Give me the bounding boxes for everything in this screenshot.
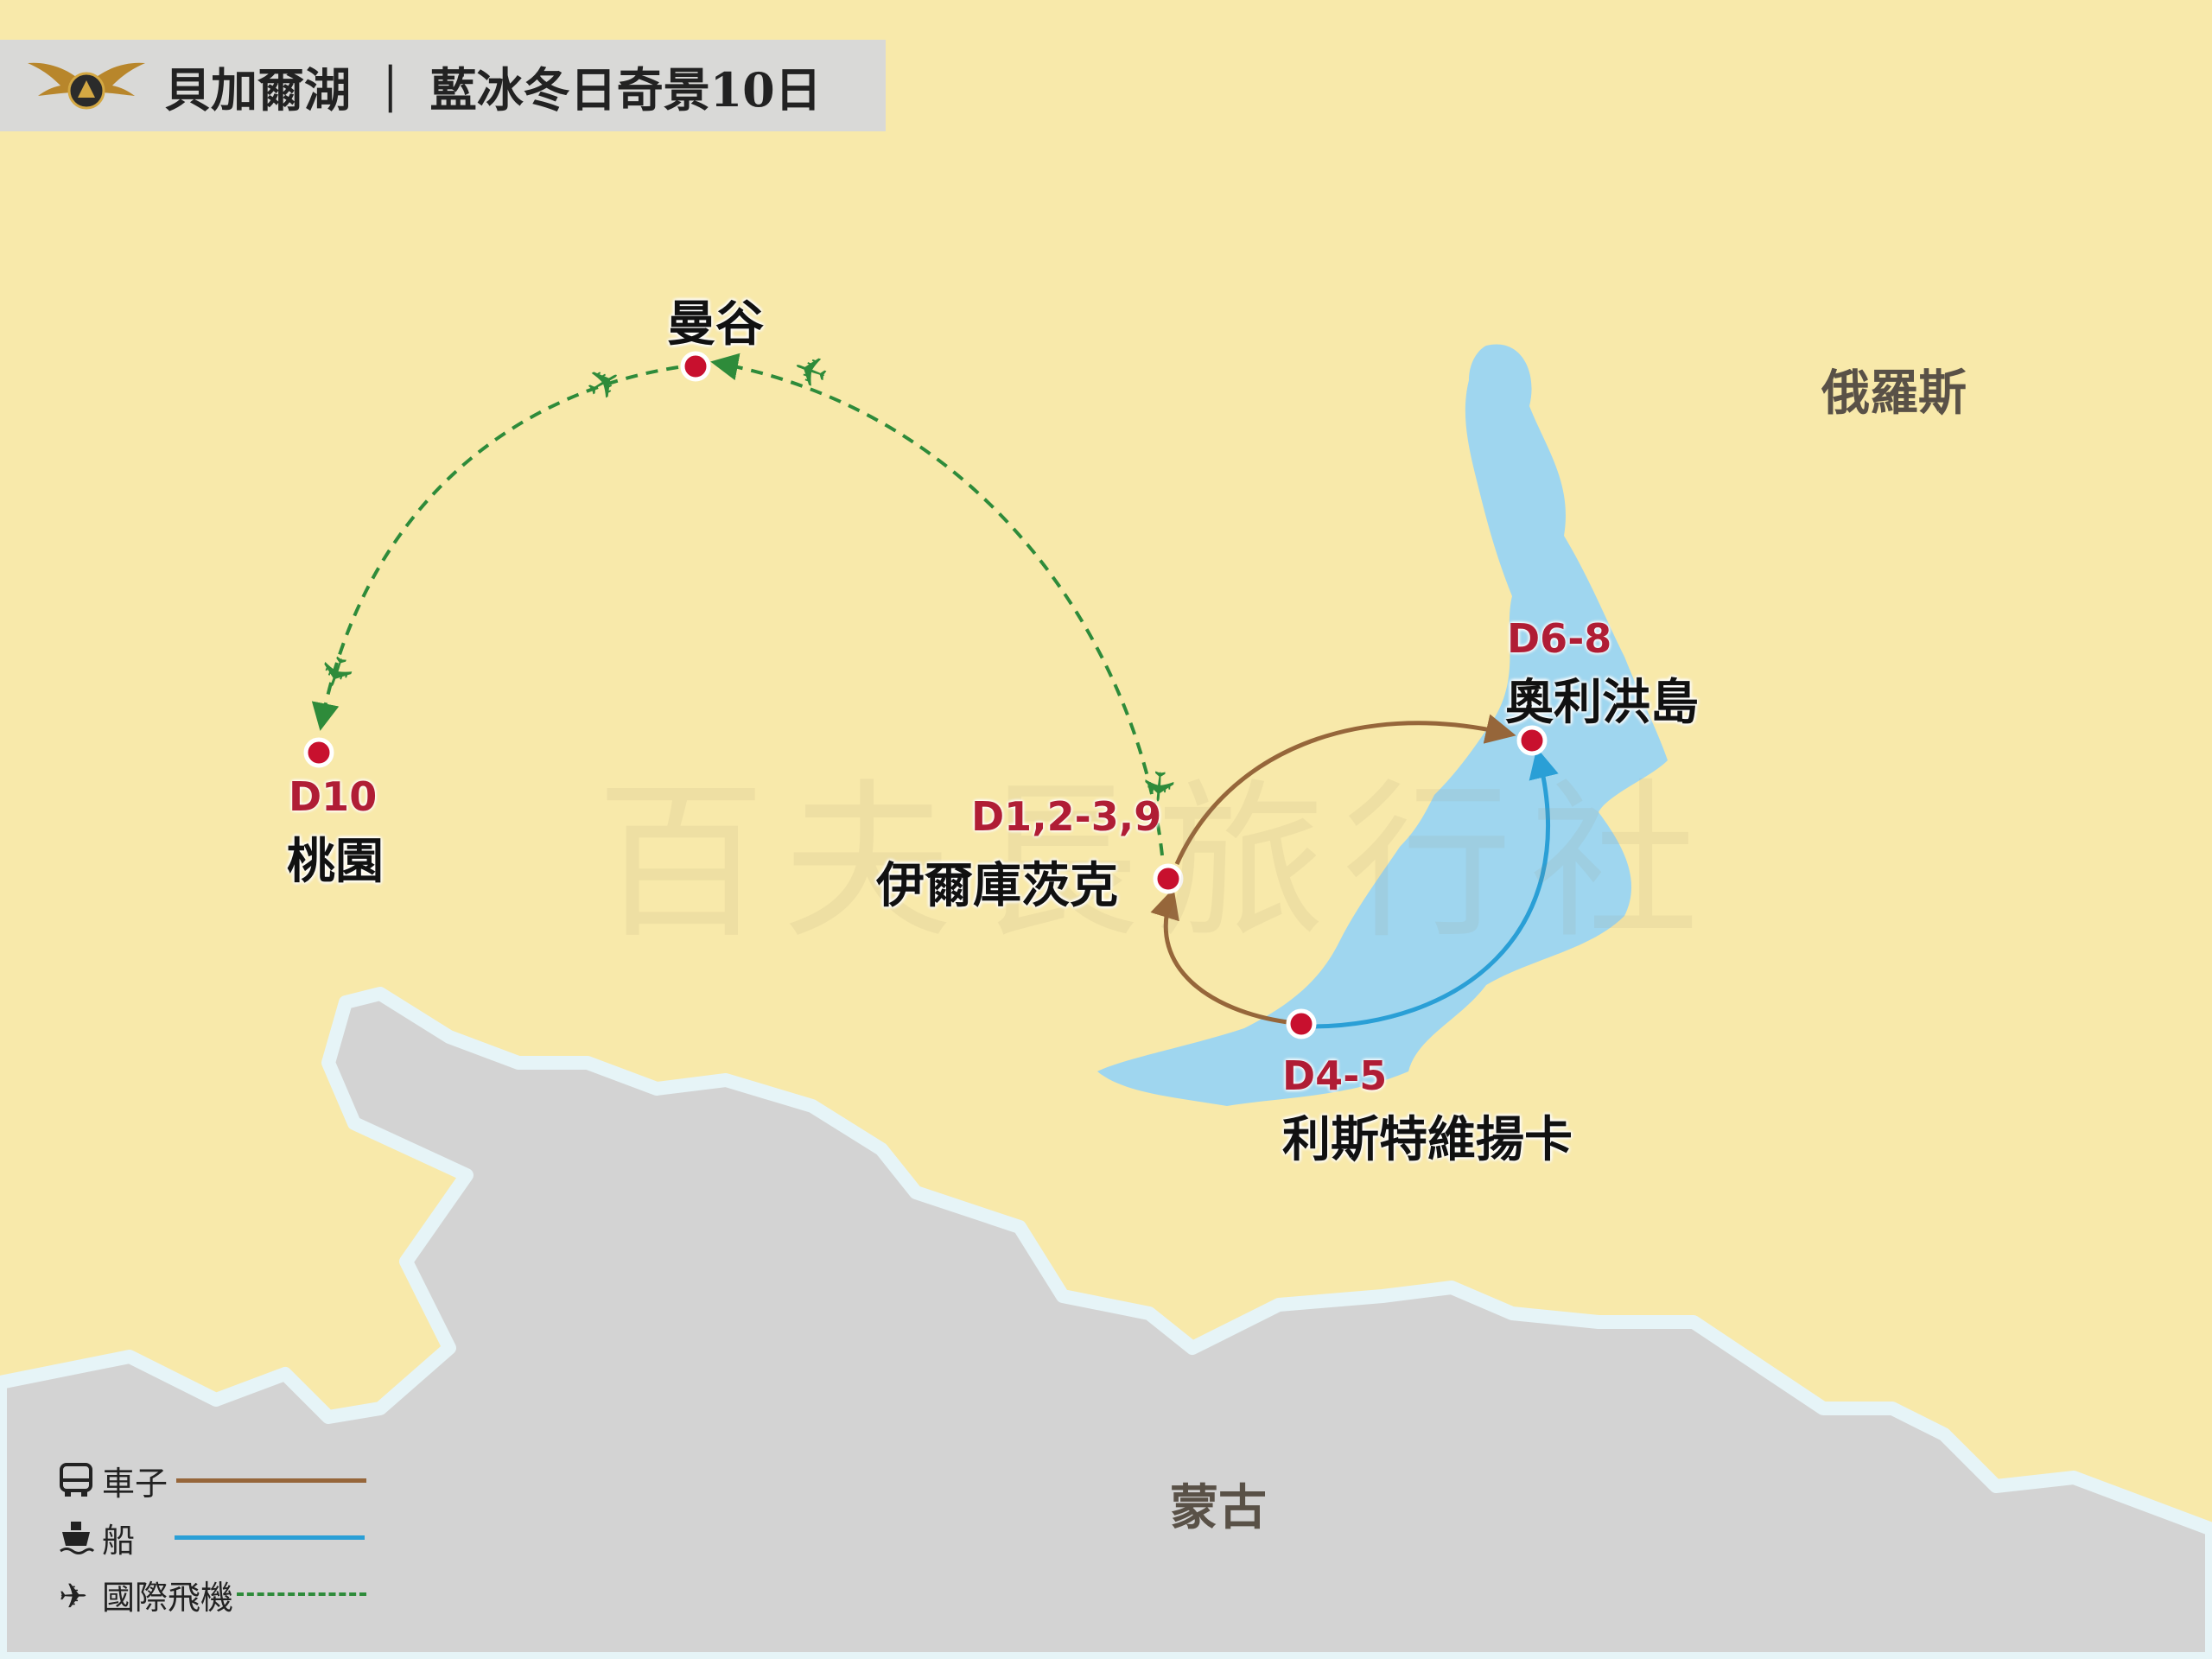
city-label-taoyuan: 桃園 xyxy=(287,834,384,890)
header-bar: 貝加爾湖 ｜ 藍冰冬日奇景10日 xyxy=(0,40,886,131)
legend-item-car: 車子 xyxy=(57,1452,367,1509)
flight-route-bangkok-taoyuan xyxy=(311,365,679,731)
winged-logo-icon xyxy=(28,62,145,110)
city-label-listvyanka: 利斯特維揚卡 xyxy=(1282,1112,1573,1168)
mongolia-region xyxy=(0,987,2212,1659)
marker-bangkok[interactable] xyxy=(680,351,711,382)
city-label-bangkok: 曼谷 xyxy=(667,296,764,353)
airplane-icon: ✈ xyxy=(578,356,631,413)
marker-olkhon[interactable] xyxy=(1516,725,1548,756)
flight-route-irkutsk-bangkok xyxy=(710,353,1164,856)
legend-label-boat: 船 xyxy=(102,1521,136,1560)
city-label-irkutsk: 伊爾庫茨克 xyxy=(876,858,1118,914)
page-title: 貝加爾湖 ｜ 藍冰冬日奇景10日 xyxy=(164,61,822,118)
car-route-listvyanka-irkutsk xyxy=(1150,887,1288,1025)
lake-baikal xyxy=(1097,344,1668,1107)
day-label-irkutsk: D1,2-3,9 xyxy=(971,793,1162,840)
legend-item-boat: 船 xyxy=(57,1509,366,1566)
airplane-icon: ✈ xyxy=(1133,767,1181,806)
legend-label-flight: 國際飛機 xyxy=(102,1578,234,1617)
legend-item-flight: ✈ 國際飛機 xyxy=(57,1566,367,1623)
car-route-irkutsk-olkhon xyxy=(1174,714,1516,866)
svg-text:✈: ✈ xyxy=(59,1577,88,1613)
legend-line-car xyxy=(176,1478,367,1483)
marker-irkutsk[interactable] xyxy=(1153,863,1184,894)
day-label-taoyuan: D10 xyxy=(289,773,378,820)
city-label-olkhon: 奧利洪島 xyxy=(1505,675,1699,731)
legend-line-flight xyxy=(237,1592,367,1596)
airplane-icon: ✈ xyxy=(59,1577,88,1613)
ship-icon xyxy=(60,1522,95,1554)
watermark: 百夫長旅行社 xyxy=(596,765,1717,962)
airplane-icon: ✈ xyxy=(308,647,363,696)
map-legend: 車子 船 ✈ 國際飛機 xyxy=(57,1452,367,1623)
airplane-icon: ✈ xyxy=(787,341,836,397)
legend-label-car: 車子 xyxy=(102,1464,168,1503)
bus-icon xyxy=(60,1463,92,1497)
marker-taoyuan[interactable] xyxy=(303,737,334,768)
region-label-mongolia: 蒙古 xyxy=(1170,1479,1267,1536)
day-label-listvyanka: D4-5 xyxy=(1282,1052,1388,1099)
boat-route-listvyanka-olkhon xyxy=(1304,747,1559,1029)
region-label-russia: 俄羅斯 xyxy=(1821,365,1967,422)
marker-listvyanka[interactable] xyxy=(1286,1008,1317,1039)
legend-line-boat xyxy=(175,1535,365,1540)
day-label-olkhon: D6-8 xyxy=(1507,615,1612,662)
